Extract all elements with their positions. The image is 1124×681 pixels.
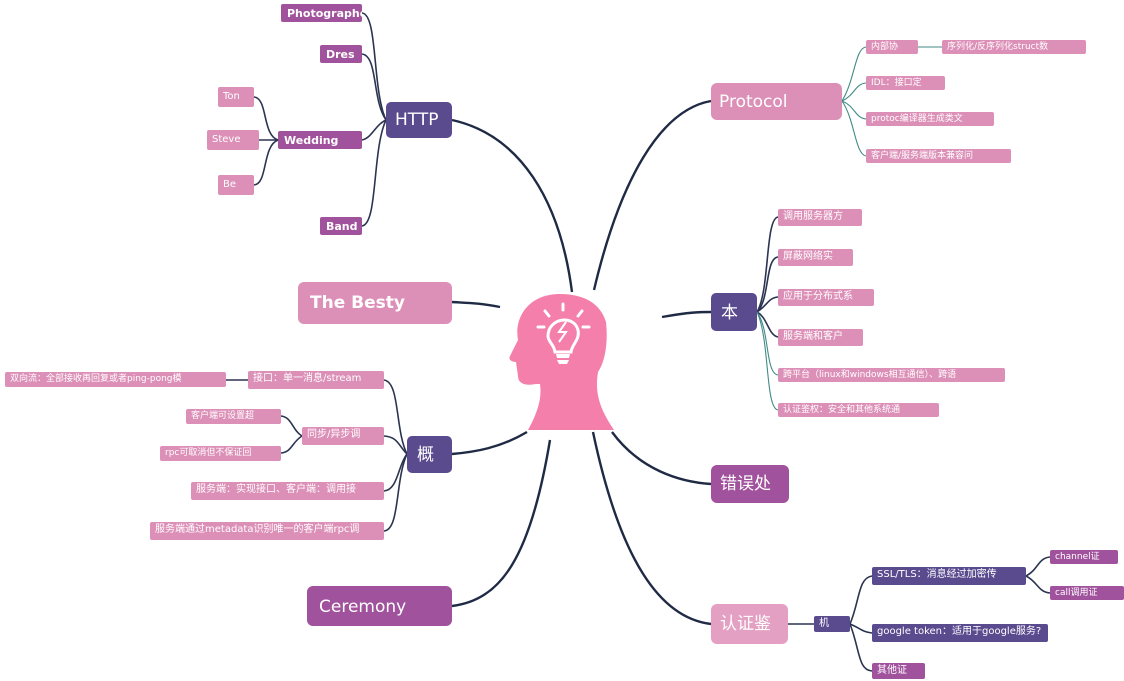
interface-node[interactable]: 接口：单一消息/stream — [248, 371, 384, 389]
wedding-node[interactable]: Wedding — [278, 131, 362, 149]
error-node[interactable]: 错误处 — [711, 465, 789, 503]
gaishu-node[interactable]: 概 — [407, 436, 452, 473]
internal-protocol-node[interactable]: 内部协 — [866, 40, 918, 54]
head-lightbulb-icon — [509, 294, 614, 430]
ben-item-1[interactable]: 调用服务器方 — [778, 209, 862, 226]
auth-node[interactable]: 认证鉴 — [711, 604, 788, 644]
sync-node[interactable]: 同步/异步调 — [302, 427, 384, 445]
protocol-node[interactable]: Protocol — [711, 83, 842, 120]
steve-node[interactable]: Steve — [207, 130, 259, 150]
sync-detail-1-node[interactable]: 客户端可设置超 — [186, 409, 281, 424]
photographer-node[interactable]: Photographe — [281, 4, 362, 22]
mechanism-node[interactable]: 机 — [814, 616, 850, 632]
ben-item-6[interactable]: 认证鉴权：安全和其他系统通 — [778, 403, 939, 417]
idl-node[interactable]: IDL：接口定 — [866, 76, 945, 90]
ben-item-3[interactable]: 应用于分布式系 — [778, 289, 874, 306]
channel-node[interactable]: channel证 — [1050, 550, 1118, 564]
edge-auth — [591, 431, 712, 626]
http-node[interactable]: HTTP — [386, 102, 452, 138]
dress-node[interactable]: Dres — [320, 45, 362, 63]
ceremony-node[interactable]: Ceremony — [307, 586, 452, 626]
edge-gaishu — [451, 430, 528, 456]
protoc-node[interactable]: protoc编译器生成类文 — [866, 112, 994, 126]
server-node[interactable]: 服务端：实现接口、客户端：调用接 — [191, 482, 384, 500]
ben-item-5[interactable]: 跨平台（linux和windows相互通信）、跨语 — [778, 368, 1005, 382]
edge-besty — [451, 300, 501, 309]
ben-item-2[interactable]: 屏蔽网络实 — [778, 249, 853, 266]
besty-node[interactable]: The Besty — [298, 282, 452, 324]
band-node[interactable]: Band — [320, 217, 362, 235]
call-node[interactable]: call调用证 — [1050, 586, 1124, 600]
interface-detail-node[interactable]: 双向流：全部接收再回复或者ping-pong模 — [5, 372, 226, 387]
edge-protocol — [592, 99, 712, 291]
google-token-node[interactable]: google token：适用于google服务? — [872, 624, 1048, 642]
metadata-node[interactable]: 服务端通过metadata识别唯一的客户端rpc调 — [150, 522, 384, 540]
serialize-node[interactable]: 序列化/反序列化struct数 — [942, 40, 1086, 54]
tom-node[interactable]: Ton — [218, 87, 254, 107]
compat-node[interactable]: 客户端/服务端版本兼容问 — [866, 149, 1011, 163]
ben-node[interactable]: 本 — [711, 293, 757, 331]
other-auth-node[interactable]: 其他证 — [872, 663, 925, 679]
sync-detail-2-node[interactable]: rpc可取消但不保证回 — [160, 446, 281, 461]
edge-ceremony — [451, 439, 552, 608]
ssl-node[interactable]: SSL/TLS：消息经过加密传 — [872, 567, 1026, 585]
edge-http — [451, 118, 574, 293]
be-node[interactable]: Be — [218, 175, 254, 195]
ben-item-4[interactable]: 服务端和客户 — [778, 329, 863, 346]
edge-ben — [661, 310, 712, 319]
edge-error — [611, 431, 712, 486]
